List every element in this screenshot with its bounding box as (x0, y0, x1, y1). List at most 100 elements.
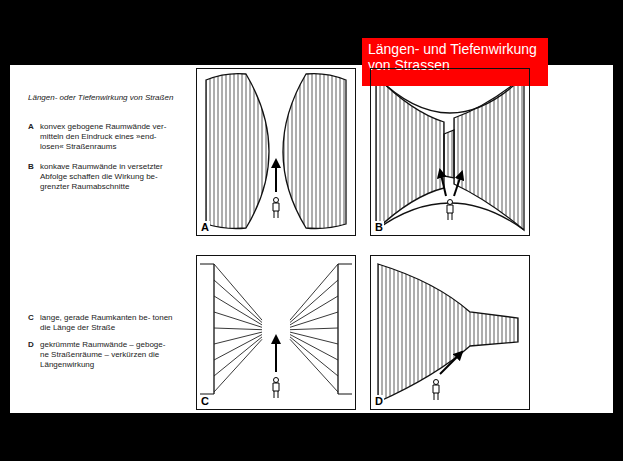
hatch-stroke (482, 60, 483, 420)
hatch-stroke (386, 60, 387, 420)
hatch-stroke (234, 60, 235, 420)
item-text: konvex gebogene Raumwände ver- mitteln d… (40, 122, 174, 152)
hatch-stroke (414, 60, 415, 420)
view-arrow (454, 172, 462, 196)
hatch-stroke (336, 60, 337, 420)
person-figure (433, 380, 439, 401)
hatch-stroke (494, 60, 495, 420)
hatch-stroke (312, 60, 313, 420)
view-arrow (440, 170, 446, 196)
hatch-stroke (406, 60, 407, 420)
hatch-stroke (404, 60, 405, 420)
hatch-stroke (280, 60, 281, 420)
hatch-stroke (272, 60, 273, 420)
illustration-panel: B (370, 68, 530, 236)
hatch-stroke (278, 60, 279, 420)
hatch-stroke (382, 60, 383, 420)
hatch-stroke (412, 60, 413, 420)
hatch-stroke (458, 60, 459, 420)
hatch-stroke (266, 60, 267, 420)
hatch-stroke (482, 60, 483, 420)
paper (10, 65, 613, 413)
hatch-stroke (452, 60, 453, 420)
hatch-stroke (398, 60, 399, 420)
item-letter: A (28, 122, 38, 132)
hatch-stroke (486, 60, 487, 420)
view-arrow (275, 160, 277, 192)
hatch-stroke (250, 60, 251, 420)
hatch-stroke (486, 60, 487, 420)
hatch-stroke (440, 60, 441, 420)
hatch-stroke (438, 60, 439, 420)
hatch-stroke (450, 60, 451, 420)
hatch-stroke (396, 60, 397, 420)
hatch-stroke (506, 60, 507, 420)
hatch-stroke (254, 60, 255, 420)
hatch-stroke (230, 60, 231, 420)
hatch-stroke (490, 60, 491, 420)
person-figure (447, 200, 453, 221)
hatch-stroke (466, 60, 467, 420)
hatch-stroke (442, 60, 443, 420)
hatch-stroke (518, 60, 519, 420)
hatch-stroke (426, 60, 427, 420)
hatch-stroke (332, 60, 333, 420)
hatch-stroke (218, 60, 219, 420)
hatch-stroke (390, 60, 391, 420)
hatch-stroke (316, 60, 317, 420)
hatch-stroke (478, 60, 479, 420)
hatch-stroke (522, 60, 523, 420)
arc-line (376, 203, 524, 230)
hatch-stroke (454, 60, 455, 420)
illustration-panel: A (196, 68, 356, 236)
wall-hatching (376, 60, 444, 420)
hatch-stroke (490, 60, 491, 420)
hatch-stroke (514, 60, 515, 420)
hatch-stroke (274, 60, 275, 420)
illustration-panel: C (196, 255, 356, 410)
wall-outline (206, 74, 269, 229)
hatch-stroke (394, 60, 395, 420)
hatch-stroke (470, 60, 471, 420)
hatch-stroke (462, 60, 463, 420)
hatch-stroke (292, 60, 293, 420)
hatch-stroke (474, 60, 475, 420)
hatch-stroke (478, 60, 479, 420)
hatch-stroke (210, 60, 211, 420)
hatch-stroke (502, 60, 503, 420)
hatch-stroke (300, 60, 301, 420)
hatch-stroke (432, 60, 433, 420)
wall-outline (378, 264, 518, 402)
caption-heading: Längen- oder Tiefenwirkung von Straßen (28, 93, 178, 103)
wall-hatching (272, 60, 344, 420)
person-figure (273, 198, 279, 219)
view-arrow (275, 336, 277, 372)
perspective-lines (200, 264, 352, 394)
hatch-stroke (384, 60, 385, 420)
hatch-stroke (498, 60, 499, 420)
hatch-stroke (498, 60, 499, 420)
hatch-stroke (506, 60, 507, 420)
hatch-stroke (284, 60, 285, 420)
hatch-stroke (408, 60, 409, 420)
hatch-stroke (462, 60, 463, 420)
hatch-stroke (510, 60, 511, 420)
panel-letter: B (374, 221, 384, 233)
hatch-stroke (380, 60, 381, 420)
view-arrow (440, 352, 462, 374)
item-text: konkave Raumwände in versetzter Abfolge … (40, 162, 174, 192)
hatch-stroke (388, 60, 389, 420)
hatch-stroke (304, 60, 305, 420)
panel-letter: A (200, 221, 210, 233)
hatch-stroke (400, 60, 401, 420)
wall-outline (454, 76, 524, 230)
hatch-stroke (242, 60, 243, 420)
hatch-stroke (214, 60, 215, 420)
hatch-stroke (262, 60, 263, 420)
hatch-stroke (494, 60, 495, 420)
hatch-stroke (410, 60, 411, 420)
panel-letter: D (374, 395, 384, 407)
hatch-stroke (514, 60, 515, 420)
hatch-stroke (422, 60, 423, 420)
item-text: gekrümmte Raumwände – geboge- ne Straßen… (40, 340, 174, 370)
